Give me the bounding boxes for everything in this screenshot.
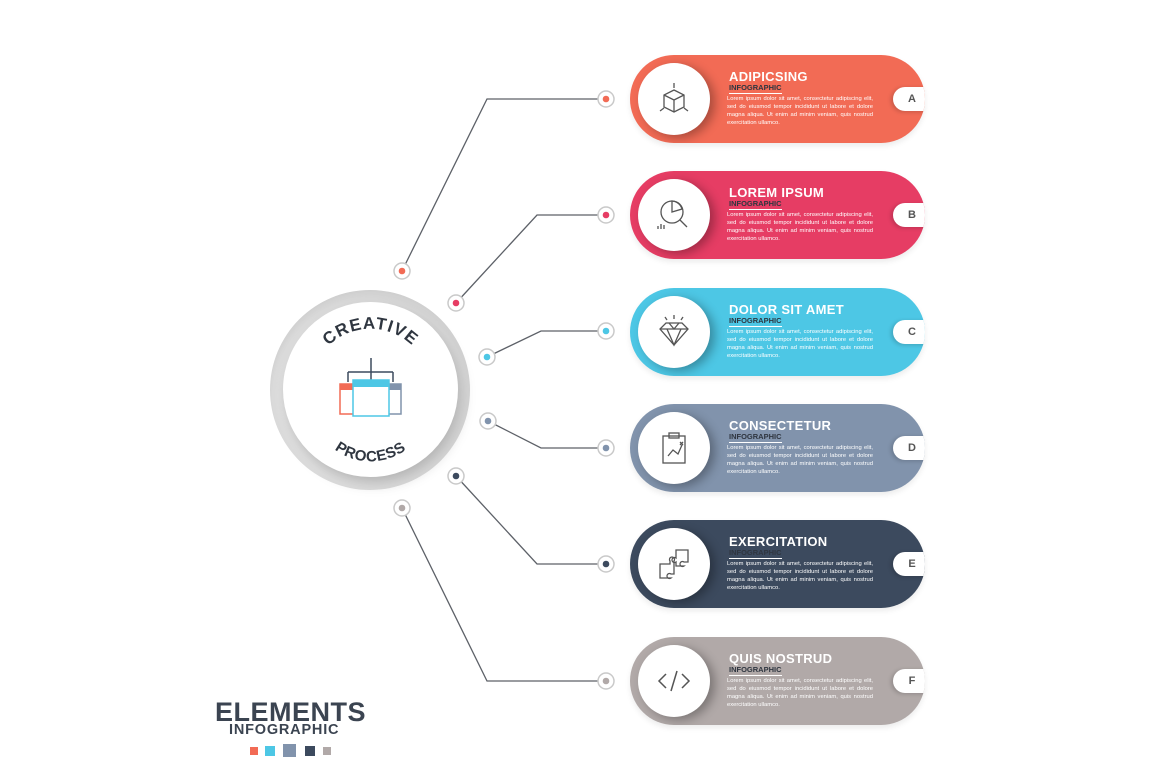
card-letter: B — [908, 209, 916, 221]
connector-node-dot — [452, 299, 460, 307]
connector-node-dot — [602, 211, 610, 219]
connector-node-dot — [602, 560, 610, 568]
connector-line-b — [455, 214, 606, 304]
card-title: ADIPICSING — [729, 69, 808, 84]
logo-subtitle: INFOGRAPHIC — [229, 722, 340, 738]
clipboard-strategy-icon — [662, 432, 686, 464]
connector-line-c — [486, 330, 606, 358]
card-icon-circle — [638, 412, 710, 484]
card-description: Lorem ipsum dolor sit amet, consectetur … — [727, 329, 873, 359]
sitemap-windows-icon — [339, 358, 402, 417]
card-subtitle: INFOGRAPHIC — [729, 432, 782, 443]
connector-line-e — [455, 475, 606, 565]
cube-icon — [659, 83, 689, 113]
diamond-icon — [659, 315, 689, 347]
card-subtitle: INFOGRAPHIC — [729, 665, 782, 676]
connector-line-d — [487, 420, 606, 449]
card-description: Lorem ipsum dolor sit amet, consectetur … — [727, 561, 873, 591]
card-icon-circle — [638, 528, 710, 600]
card-title: CONSECTETUR — [729, 418, 832, 433]
logo-dot — [265, 746, 275, 756]
card-letter-tab — [893, 87, 925, 111]
card-title: EXERCITATION — [729, 534, 828, 549]
connector-node-dot — [602, 95, 610, 103]
card-icon-circle — [638, 63, 710, 135]
card-letter: C — [908, 326, 916, 338]
connector-line-f — [401, 507, 606, 682]
card-letter: E — [908, 558, 916, 570]
connector-node-dot — [602, 444, 610, 452]
logo-dot — [283, 744, 296, 757]
card-letter: D — [908, 442, 916, 454]
card-subtitle: INFOGRAPHIC — [729, 316, 782, 327]
logo-dot — [250, 747, 258, 755]
card-description: Lorem ipsum dolor sit amet, consectetur … — [727, 445, 873, 475]
card-icon-circle — [638, 179, 710, 251]
connector-node-dot — [452, 472, 460, 480]
connector-line-a — [401, 98, 606, 272]
card-title: LOREM IPSUM — [729, 185, 825, 200]
puzzle-icon — [659, 549, 689, 580]
magnifier-chart-icon — [657, 200, 688, 229]
code-icon — [657, 670, 691, 692]
logo-title: ELEMENTS — [215, 697, 367, 727]
hub-bottom-text: PROCESS — [332, 438, 409, 465]
card-letter: A — [908, 93, 916, 105]
card-description: Lorem ipsum dolor sit amet, consectetur … — [727, 678, 873, 708]
card-letter-tab — [893, 552, 925, 576]
card-title: DOLOR SIT AMET — [729, 302, 844, 317]
hub-top-text: CREATIVE — [319, 314, 422, 349]
card-letter: F — [908, 675, 916, 687]
card-letter-tab — [893, 669, 925, 693]
connector-node-dot — [484, 417, 492, 425]
card-subtitle: INFOGRAPHIC — [729, 199, 782, 210]
card-icon-circle — [638, 296, 710, 368]
hub-content: CREATIVE PROCESS — [319, 314, 422, 466]
card-letter-tab — [893, 320, 925, 344]
card-subtitle: INFOGRAPHIC — [729, 548, 782, 559]
logo-dot — [305, 746, 315, 756]
connector-node-dot — [602, 677, 610, 685]
card-title: QUIS NOSTRUD — [729, 651, 833, 666]
card-description: Lorem ipsum dolor sit amet, consectetur … — [727, 212, 873, 242]
connector-node-dot — [398, 504, 406, 512]
card-subtitle: INFOGRAPHIC — [729, 83, 782, 94]
connector-node-dot — [398, 267, 406, 275]
card-icon-circle — [638, 645, 710, 717]
card-letter-tab — [893, 203, 925, 227]
card-letter-tab — [893, 436, 925, 460]
card-description: Lorem ipsum dolor sit amet, consectetur … — [727, 96, 873, 126]
connector-node-dot — [483, 353, 491, 361]
logo-dot — [323, 747, 331, 755]
connector-node-dot — [602, 327, 610, 335]
